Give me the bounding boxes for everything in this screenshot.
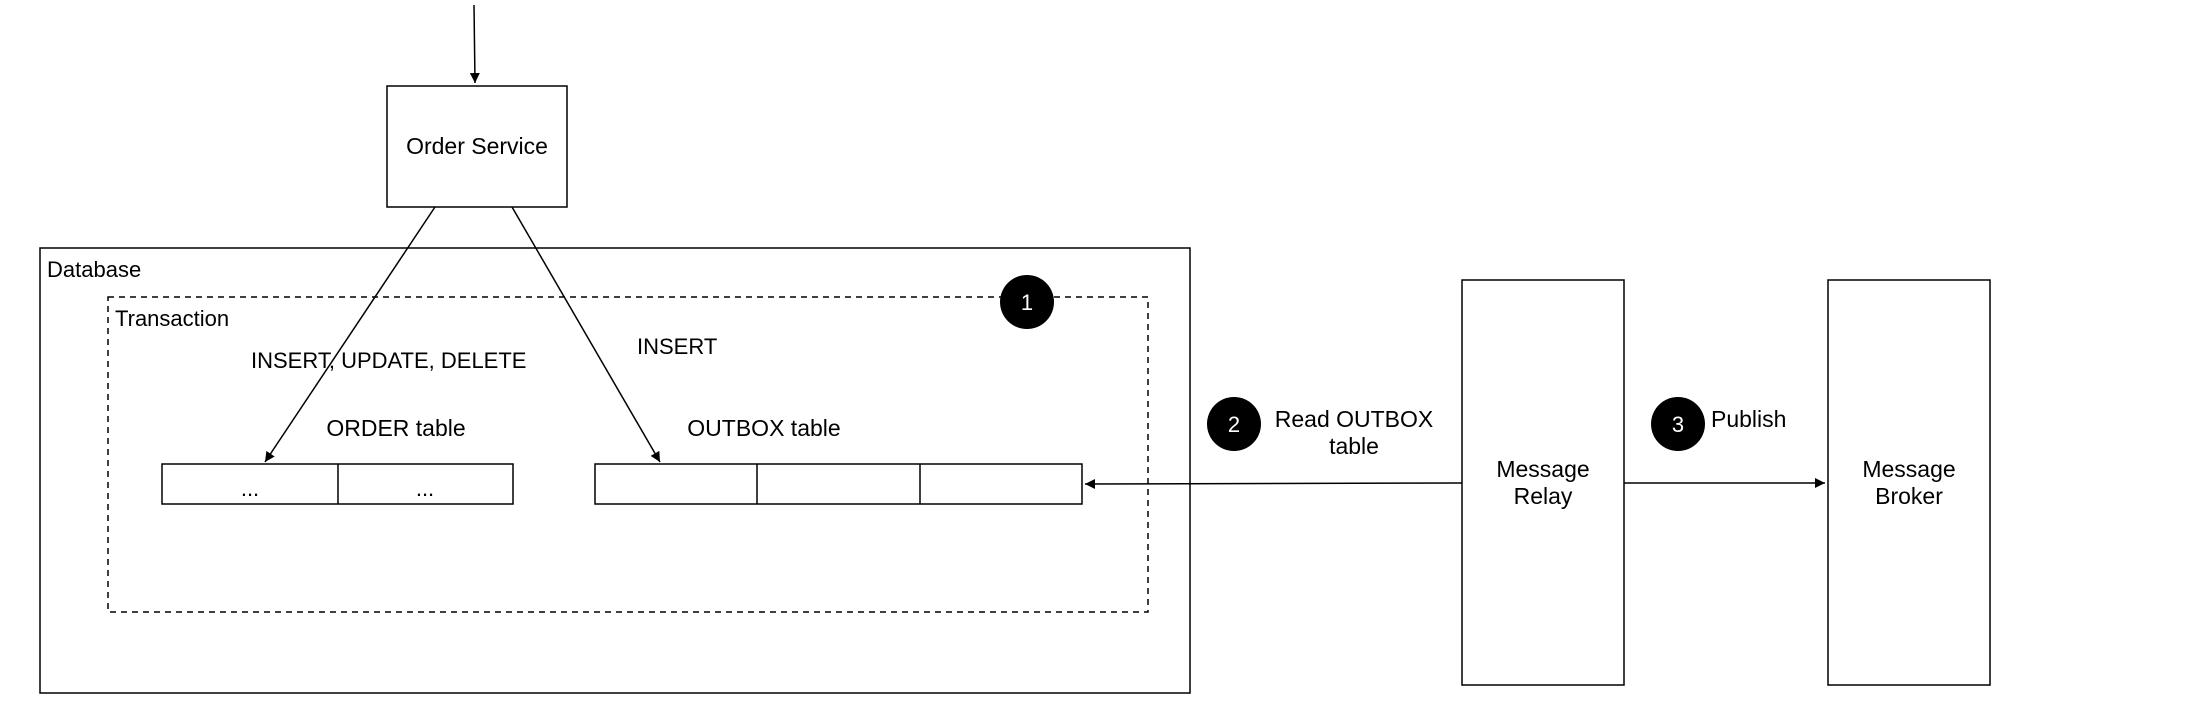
read-outbox-arrow: [1084, 478, 1463, 489]
database-label: Database: [47, 257, 141, 282]
step-3-badge: [1651, 397, 1705, 451]
step-2-badge: [1207, 397, 1261, 451]
order-table-cell: ...: [241, 476, 259, 501]
step-2-label-line2: table: [1329, 433, 1379, 459]
step-3-label: Publish: [1711, 406, 1786, 432]
transaction-label: Transaction: [115, 306, 229, 331]
message-broker-box: [1827, 279, 1991, 686]
message-relay-box: [1461, 279, 1625, 686]
message-relay-label-line2: Relay: [1514, 483, 1573, 509]
step-3-number: 3: [1672, 412, 1684, 437]
insert-update-delete-label: INSERT, UPDATE, DELETE: [251, 348, 526, 373]
order-table-cell: ...: [416, 476, 434, 501]
order-service-label: Order Service: [406, 133, 548, 159]
step-2-label-line1: Read OUTBOX: [1275, 406, 1434, 432]
outbox-table: [594, 463, 1083, 505]
database-box: [39, 247, 1191, 694]
message-broker-label-line1: Message: [1862, 456, 1955, 482]
step-2-number: 2: [1228, 412, 1240, 437]
outbox-table-label: OUTBOX table: [687, 415, 840, 441]
step-1-number: 1: [1021, 290, 1033, 315]
insert-update-delete-arrow: [264, 206, 436, 463]
transaction-box: [107, 296, 1149, 613]
order-table-label: ORDER table: [326, 415, 465, 441]
insert-label: INSERT: [637, 334, 717, 359]
message-broker-label-line2: Broker: [1875, 483, 1943, 509]
incoming-request-arrow: [469, 4, 480, 84]
step-1-badge: [1000, 275, 1054, 329]
message-relay-label-line1: Message: [1496, 456, 1589, 482]
order-service-box: [386, 85, 568, 208]
insert-arrow: [511, 206, 661, 463]
